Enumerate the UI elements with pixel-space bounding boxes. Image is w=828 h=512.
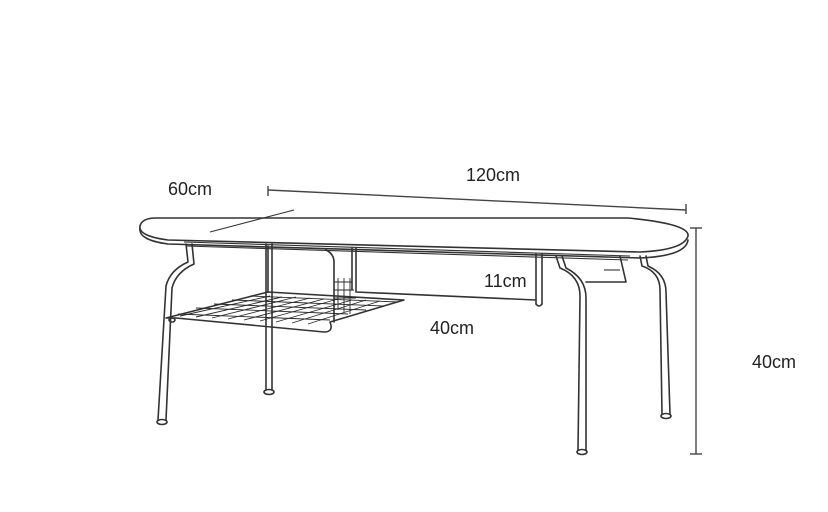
wire-basket <box>165 245 405 333</box>
depth-label: 60cm <box>168 179 212 199</box>
height-label: 40cm <box>752 352 796 372</box>
drawer <box>351 247 627 307</box>
table-frame <box>183 241 631 261</box>
length-label: 120cm <box>466 165 520 185</box>
drawer-height-label: 11cm <box>484 271 527 291</box>
drawer-width-label: 40cm <box>430 318 474 338</box>
length-dimension-line <box>267 189 687 211</box>
table-top <box>139 209 689 259</box>
table-legs <box>156 243 672 456</box>
dimension-lines <box>267 186 702 455</box>
